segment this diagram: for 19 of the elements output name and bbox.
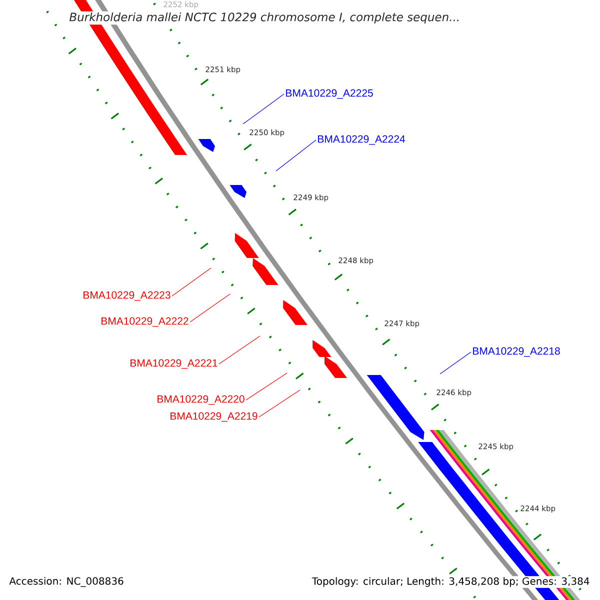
leader-line (440, 352, 472, 374)
gene-label: BMA10229_A2220 (158, 395, 244, 405)
leader-line (258, 390, 300, 418)
accession-label: Accession: NC_008836 (8, 576, 125, 588)
leader-line (190, 294, 230, 322)
map-title: Burkholderia mallei NCTC 10229 chromosome I, complete sequen... (68, 11, 462, 25)
leader-line (242, 94, 284, 124)
gene-label: BMA10229_A2222 (102, 317, 188, 327)
leader-line (172, 268, 212, 296)
leader-line (246, 372, 288, 400)
summary-label: Topology: circular; Length: 3,458,208 bp; Genes: 3,384 (310, 576, 591, 588)
gene-label: BMA10229_A2218 (473, 347, 560, 357)
leader-line (276, 140, 316, 172)
gene-label: BMA10229_A2221 (130, 359, 218, 369)
gene-label: BMA10229_A2223 (84, 291, 170, 301)
leader-line (218, 336, 260, 364)
gene-label: BMA10229_A2219 (170, 412, 258, 422)
gene-label: BMA10229_A2224 (318, 135, 406, 145)
gene-label: BMA10229_A2225 (286, 89, 373, 99)
